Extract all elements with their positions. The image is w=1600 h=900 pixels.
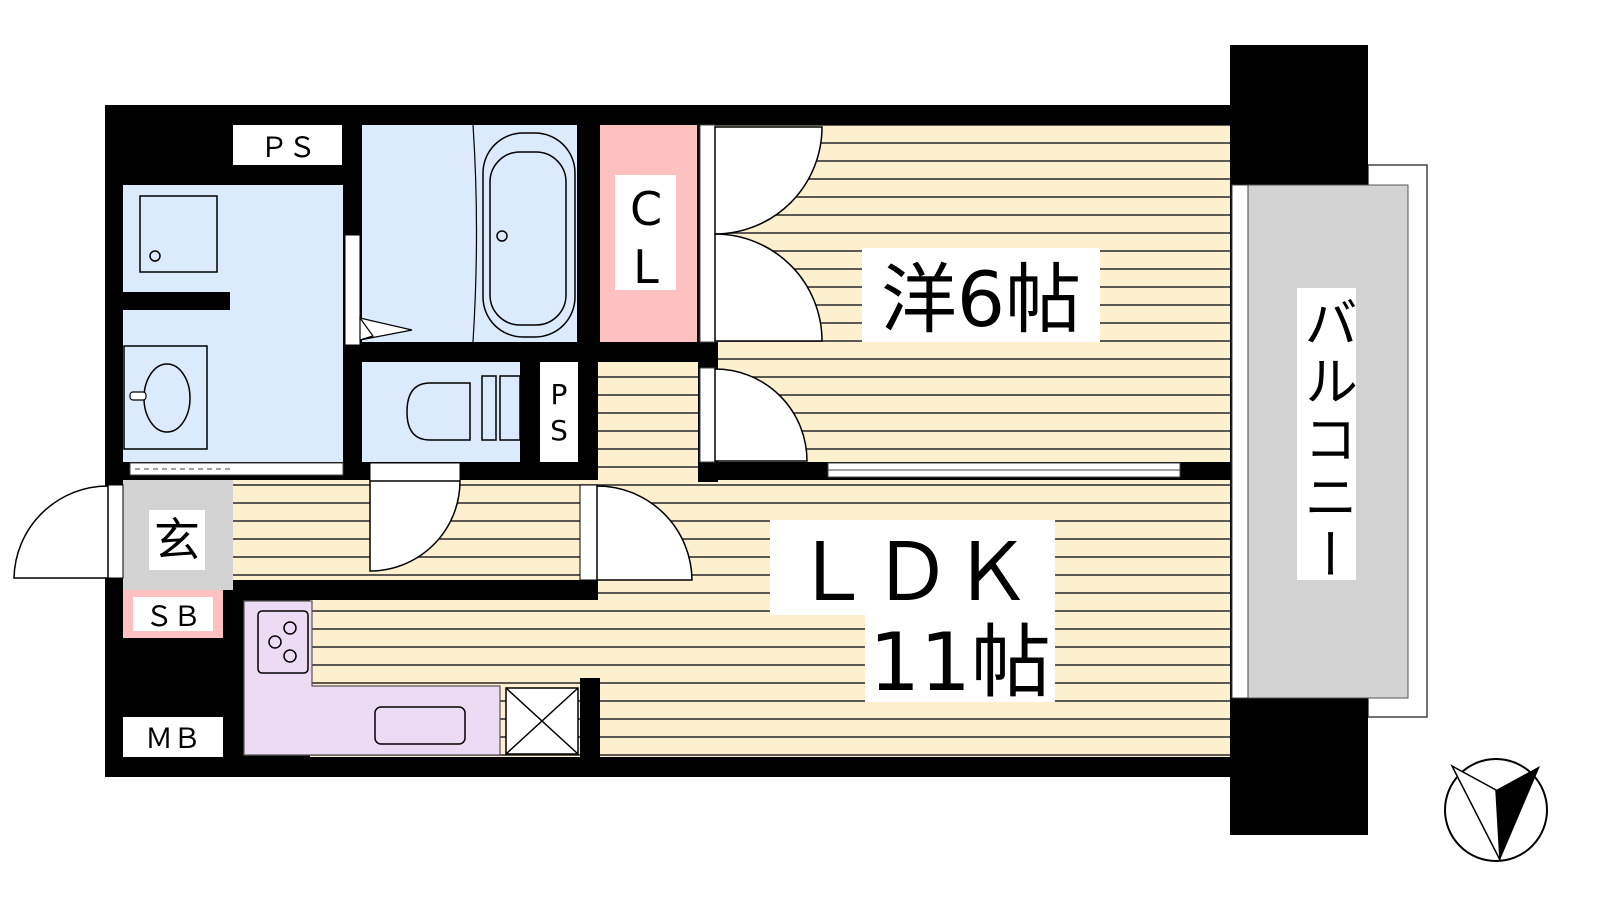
kitchen-wall [580, 678, 600, 758]
stove [257, 610, 309, 674]
toilet-room [362, 362, 520, 462]
washing-machine-pan [139, 195, 218, 273]
burner-icon [268, 635, 282, 649]
burner-icon [283, 649, 297, 663]
washroom-sliding-door[interactable] [129, 462, 344, 476]
closet-door-lower[interactable] [714, 233, 823, 342]
ps-top [233, 125, 342, 165]
meter-box-label: ＭＢ [145, 722, 201, 755]
front-door[interactable] [13, 485, 109, 579]
right-wall-bottom [1230, 695, 1368, 835]
closet-label-l: L [633, 240, 659, 294]
closet-door-frame [699, 124, 716, 343]
bathroom [362, 125, 577, 342]
closet-door-upper[interactable] [714, 126, 823, 235]
ldk-door[interactable] [596, 485, 693, 581]
bathtub-inner [489, 151, 567, 326]
western-room-label: 洋6帖 [881, 255, 1081, 344]
shoe-box-label: ＳＢ [145, 600, 201, 633]
ps-top-label: ＰＳ [260, 131, 316, 164]
ps-toilet-label-s: S [550, 414, 568, 447]
western-room-door[interactable] [714, 368, 808, 462]
hallway-door[interactable] [369, 480, 461, 572]
ldk-label: ＬＤＫ [792, 526, 1032, 619]
balcony-window [1231, 184, 1249, 699]
ps-toilet-label-p: P [551, 378, 568, 411]
bathtub-outer [482, 132, 576, 338]
burner-icon [283, 621, 297, 635]
washroom [123, 185, 343, 462]
entrance-label: 玄 [154, 513, 200, 567]
ldk-size-label: 11帖 [869, 616, 1051, 709]
toilet [406, 382, 471, 441]
balcony-label: バルコニー [1295, 295, 1358, 585]
right-wall-top [1230, 45, 1368, 190]
washbasin [123, 345, 208, 450]
ps-toilet [540, 362, 578, 462]
closet-label-c: C [630, 182, 662, 236]
compass-icon [1444, 758, 1548, 862]
bathroom-door[interactable] [344, 234, 361, 346]
meter-box [123, 717, 223, 757]
toilet-door[interactable] [369, 462, 461, 482]
kitchen-sink [374, 706, 466, 745]
